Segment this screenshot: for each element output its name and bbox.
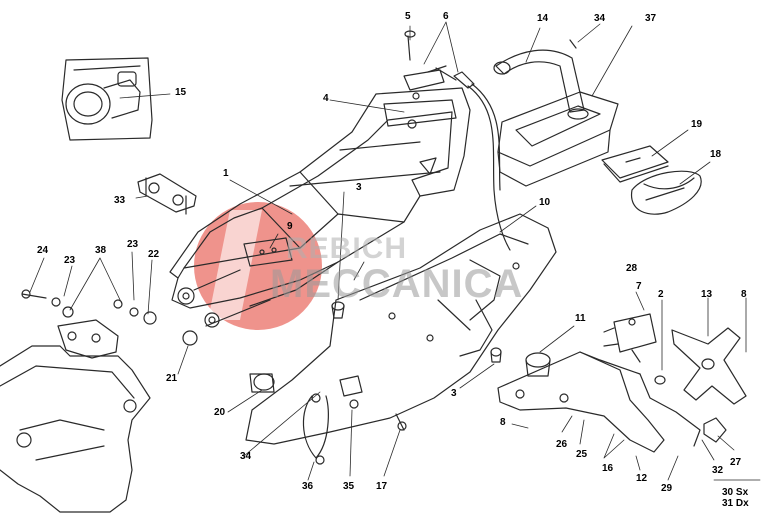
main-frame-section — [0, 289, 198, 513]
part-9-plate — [243, 237, 293, 267]
callout-10: 10 — [539, 197, 551, 208]
callout-2: 2 — [658, 289, 664, 300]
part-11-grommet — [525, 352, 551, 377]
callout-33: 33 — [114, 195, 126, 206]
leader-lines — [29, 21, 761, 481]
callout-13: 13 — [701, 289, 713, 300]
part-3-grommet — [331, 301, 502, 363]
callout-34a: 34 — [594, 13, 606, 24]
callout-8a: 8 — [500, 417, 506, 428]
part-27-reflector — [703, 417, 727, 443]
callout-28: 28 — [626, 263, 638, 274]
part-14-tube — [493, 39, 585, 113]
callout-4: 4 — [323, 93, 329, 104]
part-6-cable-clamp — [403, 30, 511, 251]
callout-8b: 8 — [741, 289, 747, 300]
callout-6: 6 — [443, 11, 449, 22]
callout-22: 22 — [148, 249, 160, 260]
callout-18: 18 — [710, 149, 722, 160]
part-28-light-unit — [603, 313, 657, 363]
callout-19: 19 — [691, 119, 703, 130]
callout-9: 9 — [287, 221, 293, 232]
callout-1: 1 — [223, 168, 229, 179]
part-15-housing — [61, 57, 153, 141]
part-36-cable — [302, 393, 329, 465]
callout-23b: 23 — [64, 255, 76, 266]
callout-26: 26 — [556, 439, 568, 450]
callout-7: 7 — [636, 281, 642, 292]
callout-31: 31 Dx — [722, 498, 749, 509]
callout-5: 5 — [405, 11, 411, 22]
callout-35: 35 — [343, 481, 355, 492]
callout-29: 29 — [661, 483, 673, 494]
callout-34b: 34 — [240, 451, 252, 462]
callout-15: 15 — [175, 87, 187, 98]
callout-11: 11 — [575, 313, 586, 324]
part-19-booklet — [601, 145, 669, 183]
callout-27: 27 — [730, 457, 742, 468]
part-20-bushing — [249, 373, 275, 393]
callout-16: 16 — [602, 463, 614, 474]
watermark-text-line1: REBICH — [286, 232, 408, 265]
callout-14: 14 — [537, 13, 549, 24]
watermark-text-line2: MECCANICA — [270, 262, 524, 306]
watermark-logo — [194, 202, 322, 330]
callout-23a: 23 — [127, 239, 139, 250]
callout-38: 38 — [95, 245, 107, 256]
part-13-plate-mount — [671, 327, 747, 405]
part-33-bracket — [137, 173, 197, 215]
part-18-tool-bag — [630, 170, 702, 215]
callout-24: 24 — [37, 245, 49, 256]
callout-32: 32 — [712, 465, 724, 476]
part-35-terminal — [339, 375, 363, 409]
callout-3a: 3 — [356, 182, 362, 193]
part-10-undertray — [245, 213, 557, 445]
part-17-screw — [395, 413, 407, 431]
callout-37: 37 — [645, 13, 657, 24]
callout-12: 12 — [636, 473, 648, 484]
callout-30: 30 Sx — [722, 487, 749, 498]
callout-25: 25 — [576, 449, 588, 460]
callout-36: 36 — [302, 481, 314, 492]
part-4-rear-subframe — [169, 87, 471, 328]
part-12-plate-holder — [497, 351, 701, 453]
part-37-tray — [497, 91, 619, 187]
callout-17: 17 — [376, 481, 388, 492]
callout-20: 20 — [214, 407, 226, 418]
callout-3b: 3 — [451, 388, 457, 399]
callout-21: 21 — [166, 373, 178, 384]
